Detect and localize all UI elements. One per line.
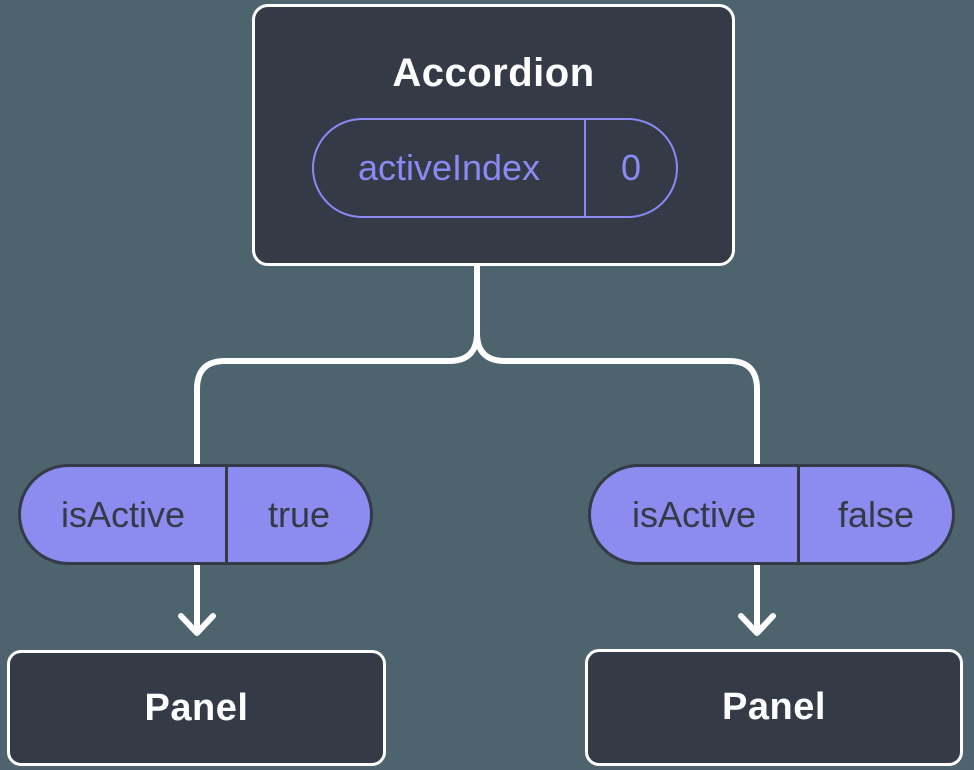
prop-name-label-right: isActive <box>631 493 757 535</box>
connector-right-branch <box>474 260 760 633</box>
state-name-label: activeIndex <box>357 147 541 188</box>
prop-pill-left: isActive true <box>18 464 373 565</box>
panel-node-left: Panel <box>7 650 386 766</box>
panel-node-right-title: Panel <box>722 686 826 728</box>
prop-name-label-left: isActive <box>60 493 186 535</box>
prop-value-label-right: false <box>797 467 952 562</box>
panel-node-left-title: Panel <box>144 686 249 729</box>
panel-node-right: Panel <box>585 649 963 766</box>
arrowhead-down-left-icon <box>178 613 216 636</box>
prop-value-label-left: true <box>225 467 370 562</box>
accordion-node: Accordion activeIndex 0 <box>252 4 735 266</box>
arrowhead-down-right-icon <box>738 613 776 636</box>
state-value-label: 0 <box>584 120 676 216</box>
connector-left-branch <box>194 260 480 633</box>
accordion-node-title: Accordion <box>392 51 595 95</box>
prop-pill-right: isActive false <box>588 464 955 565</box>
state-pill: activeIndex 0 <box>312 118 678 218</box>
